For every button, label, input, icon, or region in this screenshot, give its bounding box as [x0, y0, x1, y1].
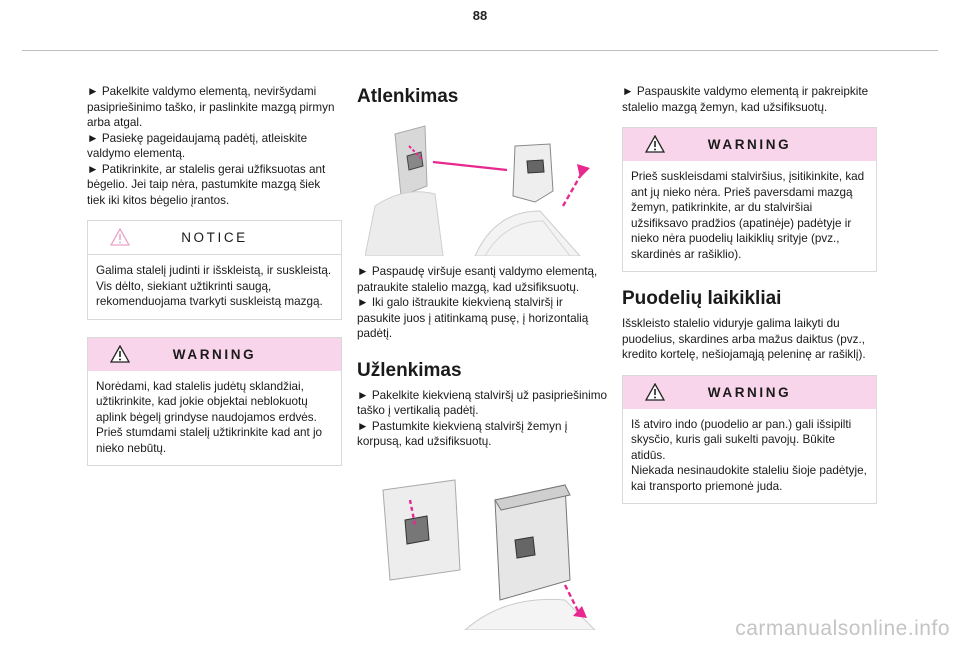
fold-instructions: ► Pakelkite kiekvieną stalviršį už pasip…	[357, 388, 607, 449]
warning-triangle-outline-icon	[110, 228, 130, 246]
warning-title: WARNING	[707, 384, 792, 400]
notice-title: NOTICE	[181, 230, 248, 245]
warning-header: WARNING	[88, 337, 341, 371]
warning-text: Norėdami, kad stalelis judėtų sklandžiai…	[96, 379, 323, 455]
warning-header: WARNING	[623, 375, 876, 409]
warning-text: Iš atviro indo (puodelio ar pan.) gali i…	[631, 417, 867, 493]
intro-instructions: ► Pakelkite valdymo elementą, neviršydam…	[87, 85, 335, 207]
illustration-table-fold	[365, 469, 605, 630]
warning-triangle-filled-icon	[110, 344, 130, 363]
warning-box-fold: WARNING Prieš suskleisdami stalviršius, …	[622, 127, 877, 272]
heading-puodeliu-laikikliai: Puodelių laikikliai	[622, 288, 782, 309]
illustration-table-unfold	[365, 116, 600, 256]
heading-atlenkimas: Atlenkimas	[357, 86, 459, 107]
column-right: ► Paspauskite valdymo elementą ir pakrei…	[622, 84, 877, 504]
page-number: 88	[472, 8, 488, 23]
watermark: carmanualsonline.info	[0, 617, 960, 641]
notice-box: NOTICE Galima stalelį judinti ir išsklei…	[87, 220, 342, 320]
warning-triangle-filled-icon	[645, 382, 665, 401]
warning-header: WARNING	[623, 128, 876, 161]
cup-holder-text: Išskleisto stalelio viduryje galima laik…	[622, 317, 866, 361]
unfold-instructions: ► Paspaudę viršuje esantį valdymo elemen…	[357, 265, 598, 340]
column-middle: Atlenkimas ► Paspaudę viršuje esantį val…	[357, 86, 612, 630]
warning-title: WARNING	[172, 346, 257, 362]
column-left: ► Pakelkite valdymo elementą, neviršydam…	[87, 84, 342, 466]
header-rule	[22, 50, 938, 51]
notice-header: NOTICE	[88, 221, 341, 255]
warning-triangle-filled-icon	[645, 135, 665, 153]
warning-box-cup-holders: WARNING Iš atviro indo (puodelio ar pan.…	[622, 374, 877, 504]
warning-title: WARNING	[707, 137, 792, 152]
tilt-instructions: ► Paspauskite valdymo elementą ir pakrei…	[622, 85, 869, 114]
warning-box: WARNING Norėdami, kad stalelis judėtų sk…	[87, 336, 342, 466]
warning-text: Prieš suskleisdami stalviršius, įsitikin…	[631, 170, 865, 261]
notice-text: Galima stalelį judinti ir išskleistą, ir…	[96, 264, 332, 308]
heading-uzlenkimas: Užlenkimas	[357, 359, 462, 381]
watermark-text: carmanualsonline.info	[735, 617, 950, 640]
